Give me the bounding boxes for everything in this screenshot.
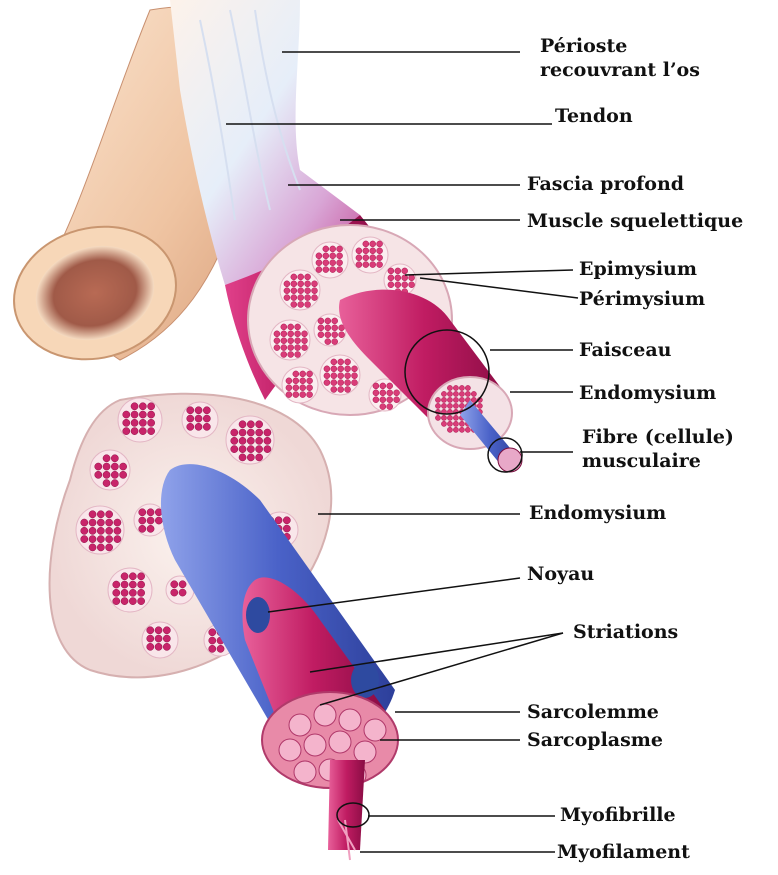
label-epimysium: Epimysium [579,258,697,280]
label-perioste: Périoste recouvrant l’os [540,34,700,82]
label-muscle-squelettique: Muscle squelettique [527,210,743,232]
label-perimysium: Périmysium [579,288,705,310]
label-myofilament: Myofilament [557,841,690,863]
label-fibre-line1: Fibre (cellule) [582,425,734,449]
label-sarcolemme: Sarcolemme [527,701,659,723]
label-fascia-profond: Fascia profond [527,173,684,195]
label-noyau: Noyau [527,563,594,585]
label-myofibrille: Myofibrille [560,804,676,826]
label-fibre-line2: musculaire [582,449,734,473]
label-sarcoplasme: Sarcoplasme [527,729,663,751]
label-fibre-musculaire: Fibre (cellule) musculaire [582,425,734,473]
label-tendon: Tendon [555,105,633,127]
label-perioste-line1: Périoste [540,34,700,58]
label-striations: Striations [573,621,678,643]
label-perioste-line2: recouvrant l’os [540,58,700,82]
label-endomysium-2: Endomysium [529,502,666,524]
label-faisceau: Faisceau [579,339,671,361]
label-endomysium-1: Endomysium [579,382,716,404]
